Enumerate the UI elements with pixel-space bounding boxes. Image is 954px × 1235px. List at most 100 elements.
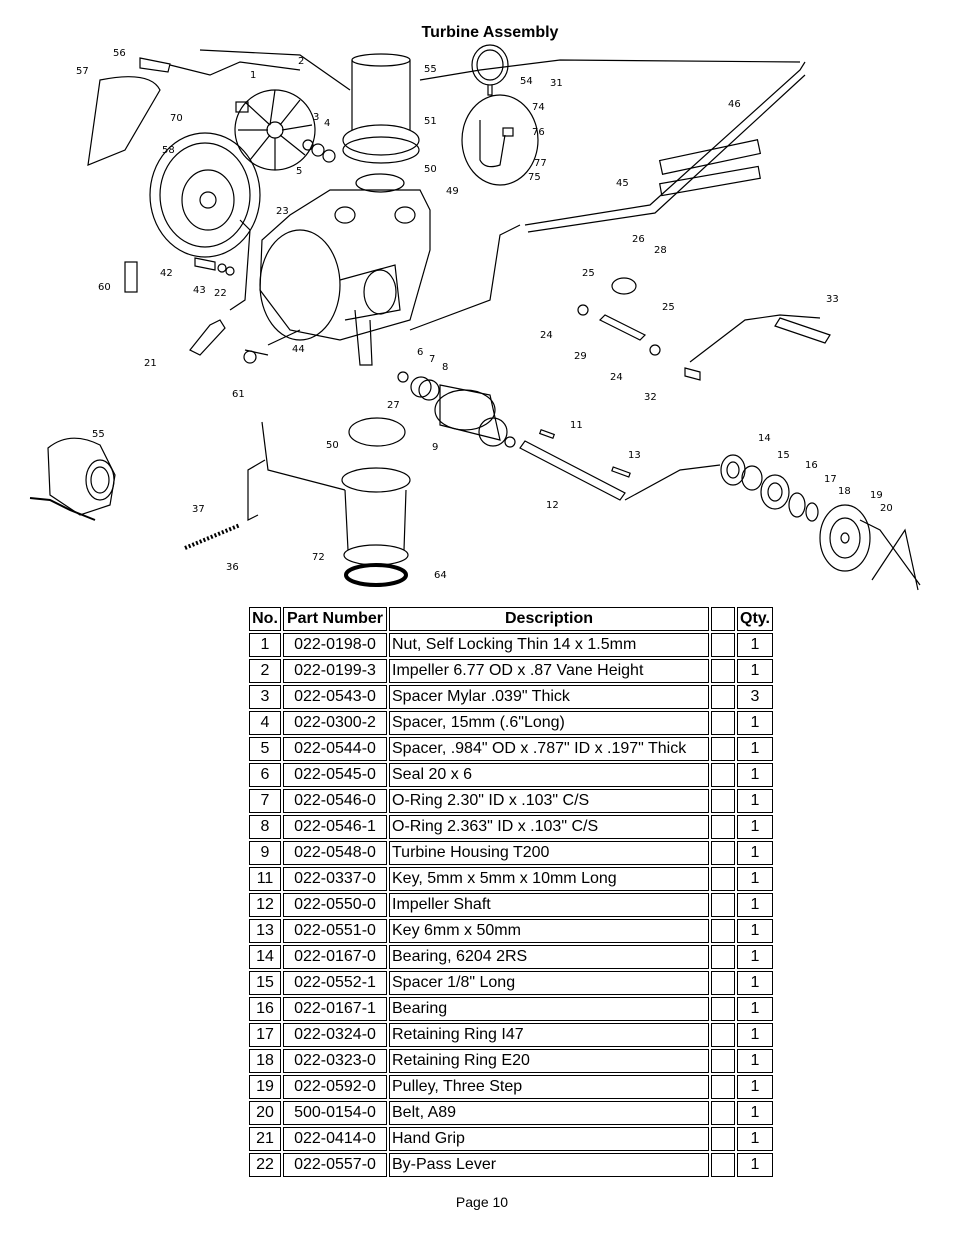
cell-blank [711, 1153, 735, 1177]
cell-description: Nut, Self Locking Thin 14 x 1.5mm [389, 633, 709, 657]
cell-description: Spacer, .984" OD x .787" ID x .197" Thic… [389, 737, 709, 761]
cell-blank [711, 1075, 735, 1099]
cell-no: 2 [249, 659, 281, 683]
callout-27: 27 [387, 400, 400, 411]
cell-no: 4 [249, 711, 281, 735]
cell-description: Belt, A89 [389, 1101, 709, 1125]
cell-qty: 1 [737, 997, 773, 1021]
cell-part-number: 022-0199-3 [283, 659, 387, 683]
cell-part-number: 022-0552-1 [283, 971, 387, 995]
cell-part-number: 022-0551-0 [283, 919, 387, 943]
callout-31: 31 [550, 78, 563, 89]
cell-no: 1 [249, 633, 281, 657]
cell-description: O-Ring 2.363" ID x .103" C/S [389, 815, 709, 839]
cell-no: 9 [249, 841, 281, 865]
callout-50b: 50 [326, 440, 339, 451]
turbine-assembly-drawing: 1 2 3 4 5 6 7 8 9 11 12 13 14 15 16 17 1… [29, 44, 921, 591]
cell-qty: 1 [737, 1153, 773, 1177]
callout-9: 9 [432, 442, 438, 453]
cell-blank [711, 841, 735, 865]
callout-72: 72 [312, 552, 325, 563]
callout-24b: 24 [610, 372, 623, 383]
callout-28: 28 [654, 245, 667, 256]
callout-13: 13 [628, 450, 641, 461]
callout-1: 1 [250, 70, 256, 81]
callout-3: 3 [313, 112, 319, 123]
cell-description: Impeller Shaft [389, 893, 709, 917]
cell-part-number: 022-0545-0 [283, 763, 387, 787]
cell-description: O-Ring 2.30" ID x .103" C/S [389, 789, 709, 813]
cell-blank [711, 1023, 735, 1047]
callout-51: 51 [424, 116, 437, 127]
cell-blank [711, 1101, 735, 1125]
cell-blank [711, 945, 735, 969]
cell-qty: 1 [737, 893, 773, 917]
cell-no: 8 [249, 815, 281, 839]
cell-blank [711, 711, 735, 735]
callout-23: 23 [276, 206, 289, 217]
cell-qty: 1 [737, 737, 773, 761]
cell-description: Key, 5mm x 5mm x 10mm Long [389, 867, 709, 891]
cell-description: Hand Grip [389, 1127, 709, 1151]
callout-32: 32 [644, 392, 657, 403]
callout-29: 29 [574, 351, 587, 362]
cell-no: 16 [249, 997, 281, 1021]
cell-qty: 1 [737, 659, 773, 683]
header-description: Description [389, 607, 709, 631]
callout-labels: 1 2 3 4 5 6 7 8 9 11 12 13 14 15 16 17 1… [76, 48, 893, 581]
callout-60: 60 [98, 282, 111, 293]
cell-part-number: 022-0546-1 [283, 815, 387, 839]
cell-blank [711, 789, 735, 813]
callout-43: 43 [193, 285, 206, 296]
cell-description: By-Pass Lever [389, 1153, 709, 1177]
cell-no: 17 [249, 1023, 281, 1047]
cell-qty: 1 [737, 633, 773, 657]
callout-21: 21 [144, 358, 157, 369]
callout-54: 54 [520, 76, 533, 87]
header-qty: Qty. [737, 607, 773, 631]
cell-qty: 1 [737, 919, 773, 943]
callout-56: 56 [113, 48, 126, 59]
callout-42: 42 [160, 268, 173, 279]
callout-17: 17 [824, 474, 837, 485]
cell-qty: 1 [737, 971, 773, 995]
cell-part-number: 022-0414-0 [283, 1127, 387, 1151]
cell-no: 11 [249, 867, 281, 891]
cell-no: 3 [249, 685, 281, 709]
callout-22: 22 [214, 288, 227, 299]
callout-25a: 25 [582, 268, 595, 279]
cell-no: 6 [249, 763, 281, 787]
cell-blank [711, 971, 735, 995]
cell-description: Retaining Ring I47 [389, 1023, 709, 1047]
cell-qty: 1 [737, 711, 773, 735]
page-title: Turbine Assembly [421, 24, 559, 41]
callout-58: 58 [162, 145, 175, 156]
header-blank [711, 607, 735, 631]
callout-2: 2 [298, 56, 304, 67]
cell-blank [711, 997, 735, 1021]
cell-description: Retaining Ring E20 [389, 1049, 709, 1073]
cell-no: 5 [249, 737, 281, 761]
callout-45: 45 [616, 178, 629, 189]
callout-61: 61 [232, 389, 245, 400]
cell-part-number: 022-0592-0 [283, 1075, 387, 1099]
callout-8: 8 [442, 362, 448, 373]
cell-blank [711, 1049, 735, 1073]
cell-description: Bearing, 6204 2RS [389, 945, 709, 969]
cell-qty: 1 [737, 763, 773, 787]
cell-no: 15 [249, 971, 281, 995]
callout-26: 26 [632, 234, 645, 245]
callout-50a: 50 [424, 164, 437, 175]
